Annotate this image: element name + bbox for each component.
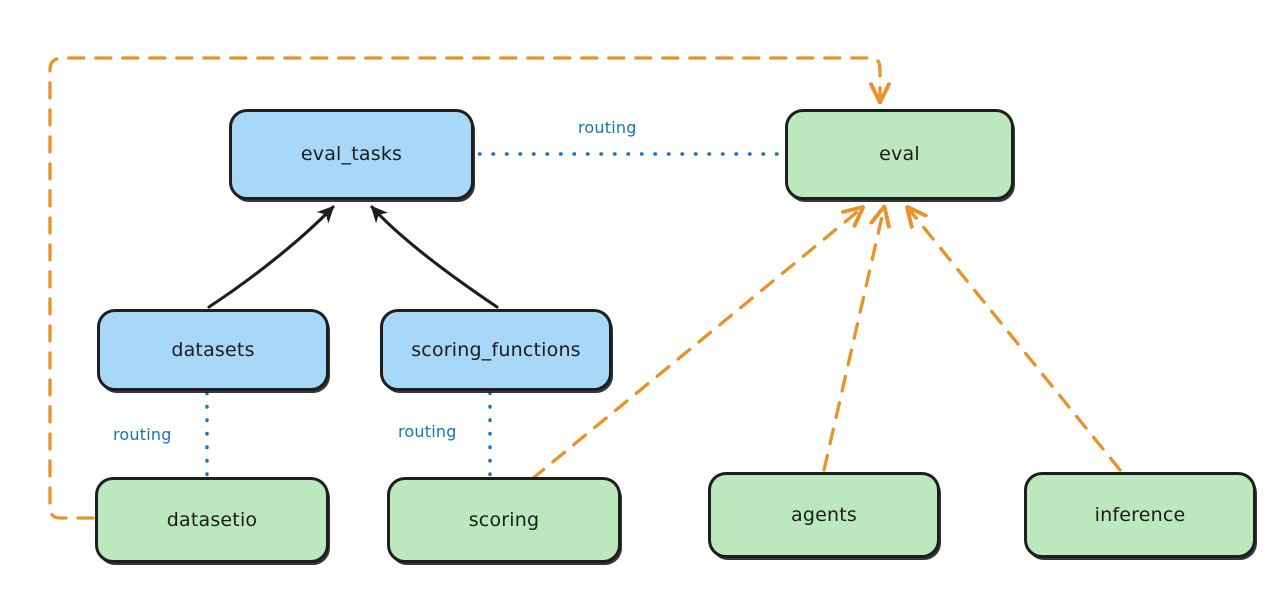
- edge-inference-to-eval: [908, 208, 1122, 472]
- edge-agents-to-eval: [822, 208, 884, 472]
- node-label: eval_tasks: [300, 143, 403, 166]
- node-eval[interactable]: eval: [785, 109, 1014, 200]
- edge-label-routing-eval-tasks-eval: routing: [578, 118, 637, 137]
- node-label: eval: [879, 143, 920, 166]
- node-label: datasets: [171, 338, 255, 361]
- node-label: inference: [1094, 503, 1186, 526]
- node-label: scoring: [468, 508, 540, 531]
- node-eval-tasks[interactable]: eval_tasks: [229, 109, 474, 200]
- edge-scoring-functions-to-eval-tasks: [370, 205, 499, 309]
- node-datasets[interactable]: datasets: [97, 309, 329, 391]
- node-datasetio[interactable]: datasetio: [95, 477, 329, 563]
- node-label: scoring_functions: [411, 338, 581, 361]
- edge-datasets-to-eval-tasks: [207, 205, 335, 309]
- node-label: datasetio: [166, 508, 258, 531]
- node-agents[interactable]: agents: [708, 472, 940, 558]
- node-scoring[interactable]: scoring: [387, 477, 621, 563]
- edge-label-routing-datasets-datasetio: routing: [113, 425, 172, 444]
- edge-label-routing-scoring-functions-scoring: routing: [398, 422, 457, 441]
- node-scoring-functions[interactable]: scoring_functions: [380, 309, 612, 391]
- node-inference[interactable]: inference: [1024, 472, 1256, 558]
- node-label: agents: [791, 503, 857, 526]
